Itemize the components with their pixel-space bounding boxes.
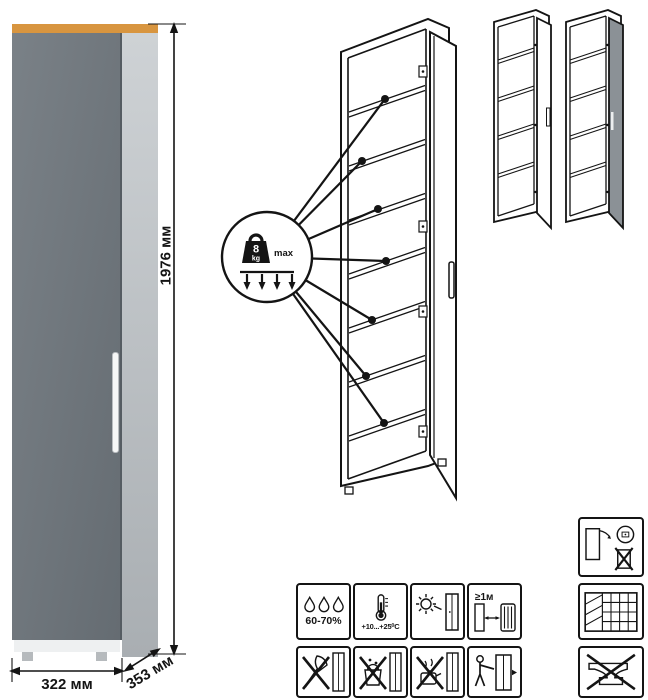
- cabinet-foot-right: [96, 652, 107, 661]
- kettle-crossed-icon: [415, 652, 459, 692]
- shelf-points: [358, 95, 390, 427]
- cabinet-side-panel: [122, 33, 158, 657]
- door-variant-diagrams: [493, 9, 624, 231]
- cabinet-foot-left: [22, 652, 33, 661]
- shelf-lines: [348, 84, 426, 442]
- axe-crossed-icon: [301, 652, 345, 692]
- weight-unit: kg: [252, 256, 260, 263]
- shelf-load-callout: 8 kg max: [220, 95, 390, 427]
- weight-max-label: max: [274, 248, 294, 259]
- sun-and-cabinet-icon: [415, 592, 459, 631]
- thermometer-icon: [375, 593, 388, 621]
- radiator-distance-icon: ≥1м: [473, 592, 516, 632]
- weight-value: 8: [253, 244, 259, 256]
- cabinet-door: [12, 33, 122, 640]
- open-door-outline: [429, 30, 457, 502]
- temperature-label: +10...+25⁰С: [361, 621, 400, 631]
- height-dimension-label: 1976 мм: [157, 225, 175, 286]
- door-hinge-detail-icon: [585, 525, 635, 571]
- bucket-crossed-icon: [358, 652, 402, 692]
- arrowhead-up: [169, 22, 179, 33]
- diagram-foot-right: [437, 458, 447, 467]
- hatched-grid-icon: [584, 591, 638, 632]
- weight-icon: [242, 241, 270, 263]
- no-hot-objects-icon-cell: [410, 646, 465, 698]
- water-drops-icon: [303, 596, 344, 613]
- arrowhead-right: [114, 666, 125, 676]
- exploded-cabinet-diagram: [340, 17, 457, 502]
- cabinet-plinth: [14, 640, 120, 652]
- hatched-panel-icon-cell: [578, 583, 644, 640]
- humidity-icon-cell: 60-70%: [296, 583, 351, 640]
- door-variant-right: [565, 9, 624, 231]
- callout-lines: [266, 98, 387, 424]
- width-dimension-label: 322 мм: [41, 676, 93, 693]
- diagram-foot-left: [344, 486, 354, 495]
- cabinet-body-outline: [340, 17, 450, 488]
- temperature-icon-cell: +10...+25⁰С: [353, 583, 408, 640]
- door-variant-left: [493, 9, 552, 231]
- load-arrows: [245, 274, 294, 283]
- grey-door-panel: [608, 16, 624, 231]
- hinges: [418, 65, 428, 438]
- load-badge-circle: [220, 210, 314, 304]
- arrowhead-left: [9, 666, 20, 676]
- no-heavy-impact-icon-cell: [578, 646, 644, 698]
- weight-handle: [248, 233, 264, 242]
- distance-icon-cell: ≥1м: [467, 583, 522, 640]
- anvil-crossed-icon: [586, 653, 636, 691]
- arrowhead-depth-near: [123, 662, 135, 672]
- door-handle-outline: [448, 261, 455, 299]
- carry-furniture-icon-cell: [467, 646, 522, 698]
- door-adjustment-icon-cell: [578, 517, 644, 577]
- cabinet-handle: [112, 352, 119, 453]
- person-carrying-icon: [474, 654, 517, 691]
- sunlight-icon-cell: [410, 583, 465, 640]
- no-sharp-tools-icon-cell: [296, 646, 351, 698]
- no-washing-icon-cell: [353, 646, 408, 698]
- humidity-label: 60-70%: [305, 615, 342, 628]
- min-distance-label: ≥1м: [475, 592, 493, 603]
